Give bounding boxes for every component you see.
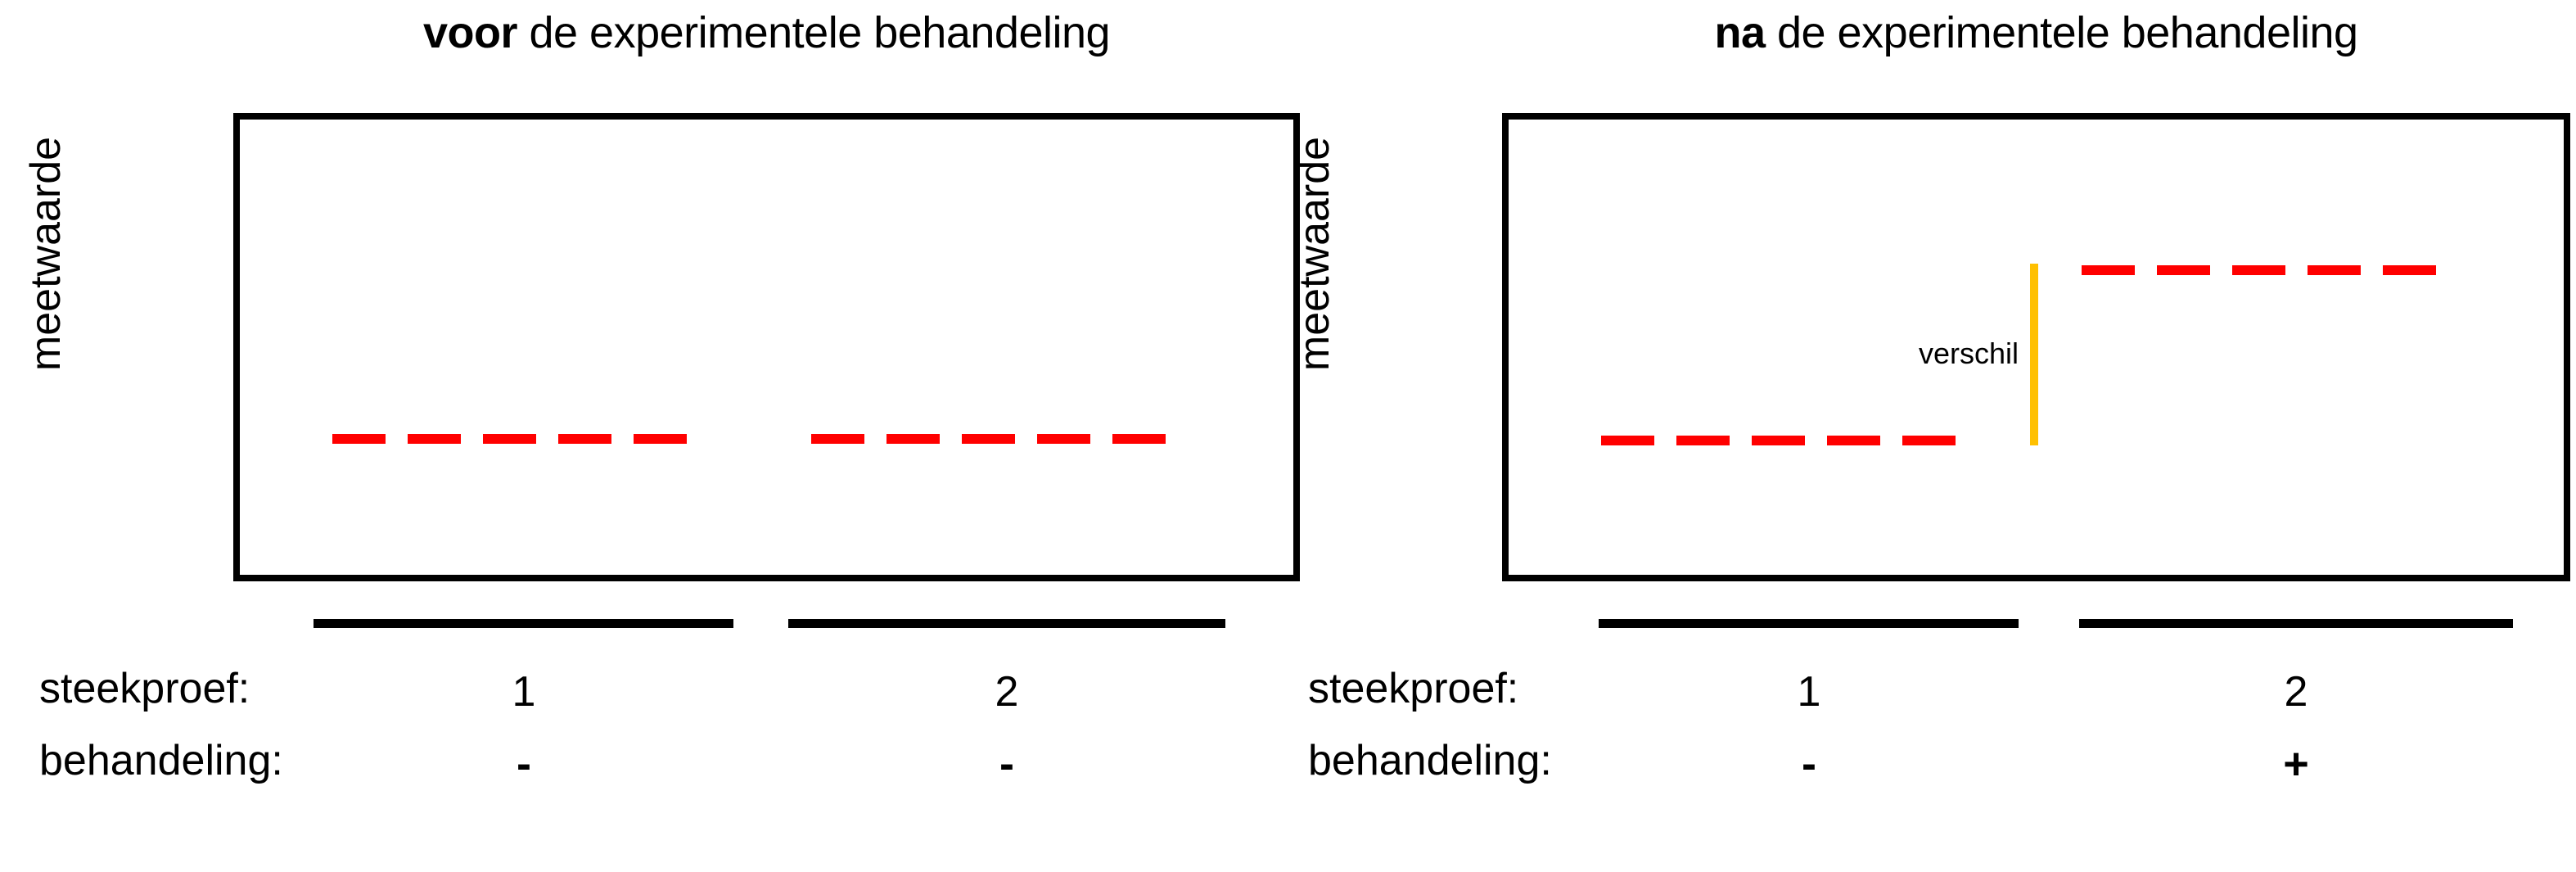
row-label-sample-before: steekproef: (39, 665, 250, 712)
measurement-line-after-sample2 (2082, 265, 2456, 275)
treatment-value-before-group1: - (517, 739, 531, 788)
treatment-value-after-group1: - (1802, 739, 1816, 788)
plot-area-before (233, 113, 1300, 581)
difference-annotation-label: verschil (1918, 337, 2019, 370)
panel-title-after-rest: de experimentele behandeling (1765, 8, 2358, 57)
difference-bar (2030, 264, 2038, 445)
sample-value-before-group1: 1 (512, 668, 536, 716)
measurement-line-before-sample1 (332, 434, 707, 444)
panel-title-before-rest: de experimentele behandeling (517, 8, 1111, 57)
y-axis-label-after: meetwaarde (1291, 136, 1338, 372)
treatment-value-after-group2: + (2283, 739, 2309, 788)
group-bar-before-sample1 (314, 619, 733, 628)
sample-value-after-group1: 1 (1797, 668, 1821, 716)
measurement-line-after-sample1 (1601, 436, 1976, 445)
panel-title-after: na de experimentele behandeling (1502, 8, 2570, 57)
panel-before: voor de experimentele behandeling meetwa… (22, 8, 1300, 788)
row-label-sample-after: steekproef: (1308, 665, 1519, 712)
y-axis-label-before: meetwaarde (22, 136, 70, 372)
group-bar-after-sample2 (2079, 619, 2513, 628)
sample-value-after-group2: 2 (2284, 668, 2308, 716)
row-label-treatment-before: behandeling: (39, 737, 283, 784)
group-bar-after-sample1 (1599, 619, 2019, 628)
row-label-treatment-after: behandeling: (1308, 737, 1552, 784)
treatment-value-before-group2: - (999, 739, 1014, 788)
measurement-line-before-sample2 (811, 434, 1186, 444)
group-bar-before-sample2 (788, 619, 1225, 628)
panel-after: na de experimentele behandeling meetwaar… (1269, 0, 2576, 872)
panel-title-before-bold: voor (422, 8, 518, 57)
panel-title-before: voor de experimentele behandeling (233, 8, 1300, 57)
sample-value-before-group2: 2 (995, 668, 1019, 716)
plot-area-after: verschil (1502, 113, 2570, 581)
panel-title-after-bold: na (1714, 8, 1766, 57)
